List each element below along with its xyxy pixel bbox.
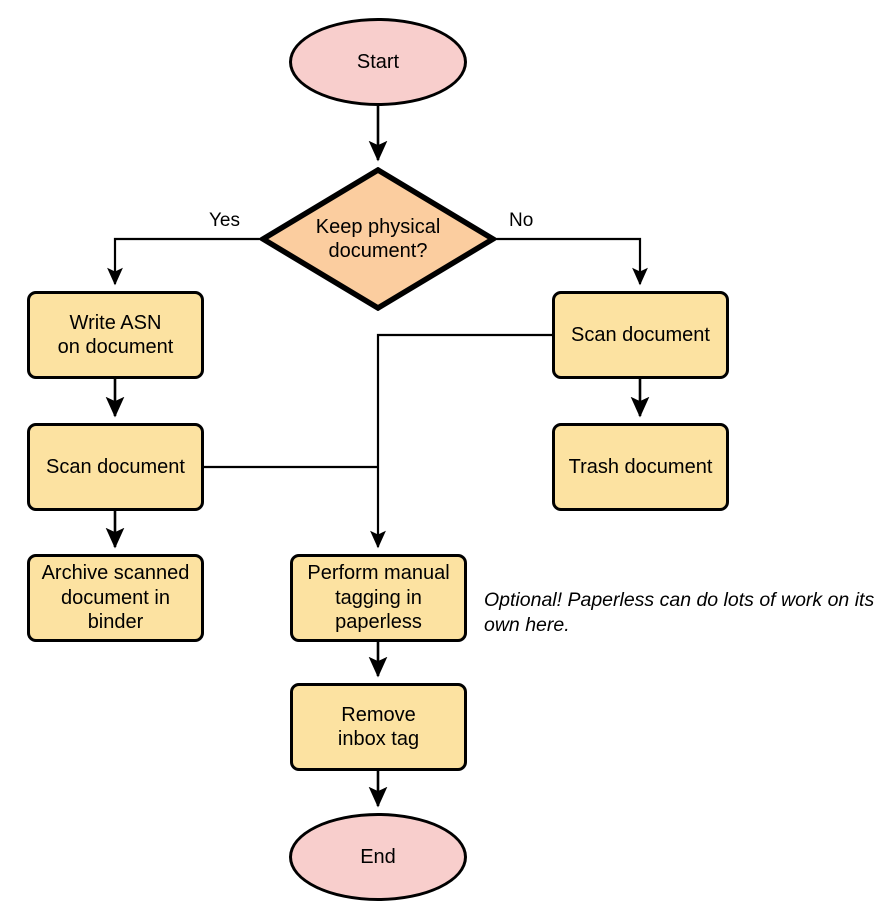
node-write-asn[interactable]: Write ASN on document [27,291,204,379]
node-write-asn-label: Write ASN on document [57,311,174,358]
node-trash-document[interactable]: Trash document [552,423,729,511]
edge-label-yes: Yes [209,210,240,231]
node-trash-document-label: Trash document [568,455,713,478]
node-end-label: End [360,845,396,868]
node-archive-binder-label: Archive scanned document in binder [41,562,190,634]
edge-decision-to-scan-right [496,237,648,286]
node-start[interactable]: Start [289,18,467,106]
edge-decision-to-write-asn [107,237,260,286]
node-start-label: Start [356,50,400,73]
node-end[interactable]: End [289,813,467,901]
annotation-optional-note: Optional! Paperless can do lots of work … [484,589,875,637]
edge-label-no: No [509,210,534,231]
node-remove-inbox-tag-label: Remove inbox tag [337,703,420,750]
node-manual-tagging-label: Perform manual tagging in paperless [307,562,450,634]
node-remove-inbox-tag[interactable]: Remove inbox tag [290,683,467,771]
node-keep-physical-document-label: Keep physical document? [315,215,441,262]
node-scan-document-right[interactable]: Scan document [552,291,729,379]
node-scan-document-left-label: Scan document [46,455,185,478]
edge-scan-right-to-tagging [370,333,552,549]
node-keep-physical-document[interactable]: Keep physical document? [260,167,496,311]
node-manual-tagging[interactable]: Perform manual tagging in paperless [290,554,467,642]
node-scan-document-left[interactable]: Scan document [27,423,204,511]
node-scan-document-right-label: Scan document [571,323,710,346]
diamond-shape [260,167,496,311]
node-archive-binder[interactable]: Archive scanned document in binder [27,554,204,642]
